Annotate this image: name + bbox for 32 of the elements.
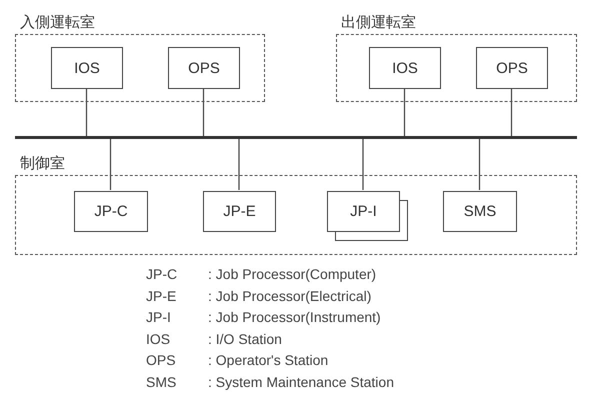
connector-line — [202, 88, 204, 136]
station-box: OPS — [476, 47, 548, 89]
station-box: SMS — [443, 191, 517, 232]
abbreviation-term: OPS — [146, 352, 176, 368]
connector-line — [510, 88, 512, 136]
abbreviation-term: JP-C — [146, 266, 178, 282]
abbreviation-definition: : Job Processor(Instrument) — [208, 309, 381, 325]
abbreviation-definition: : Operator's Station — [208, 352, 328, 368]
abbreviation-definition: : Job Processor(Computer) — [208, 266, 376, 282]
abbreviation-term: IOS — [146, 330, 170, 346]
bus-line — [15, 136, 577, 139]
abbreviation-term: SMS — [146, 374, 176, 390]
room-label: 制御室 — [20, 154, 65, 173]
station-box: OPS — [168, 47, 240, 89]
connector-line — [362, 139, 364, 190]
abbreviation-definition: : I/O Station — [208, 330, 282, 346]
abbreviation-definition: : Job Processor(Electrical) — [208, 288, 372, 304]
room-label: 入側運転室 — [20, 13, 95, 32]
connector-line — [404, 88, 406, 136]
connector-line — [110, 139, 112, 190]
abbreviation-term: JP-E — [146, 288, 176, 304]
station-box: JP-C — [74, 191, 148, 232]
station-box: IOS — [51, 47, 123, 89]
connector-line — [86, 88, 88, 136]
connector-line — [478, 139, 480, 190]
station-box: JP-E — [203, 191, 276, 232]
abbreviation-definition: : System Maintenance Station — [208, 374, 394, 390]
station-box: IOS — [369, 47, 441, 89]
station-box: JP-I — [327, 191, 400, 232]
connector-line — [238, 139, 240, 190]
room-label: 出側運転室 — [341, 13, 416, 32]
abbreviation-term: JP-I — [146, 309, 171, 325]
